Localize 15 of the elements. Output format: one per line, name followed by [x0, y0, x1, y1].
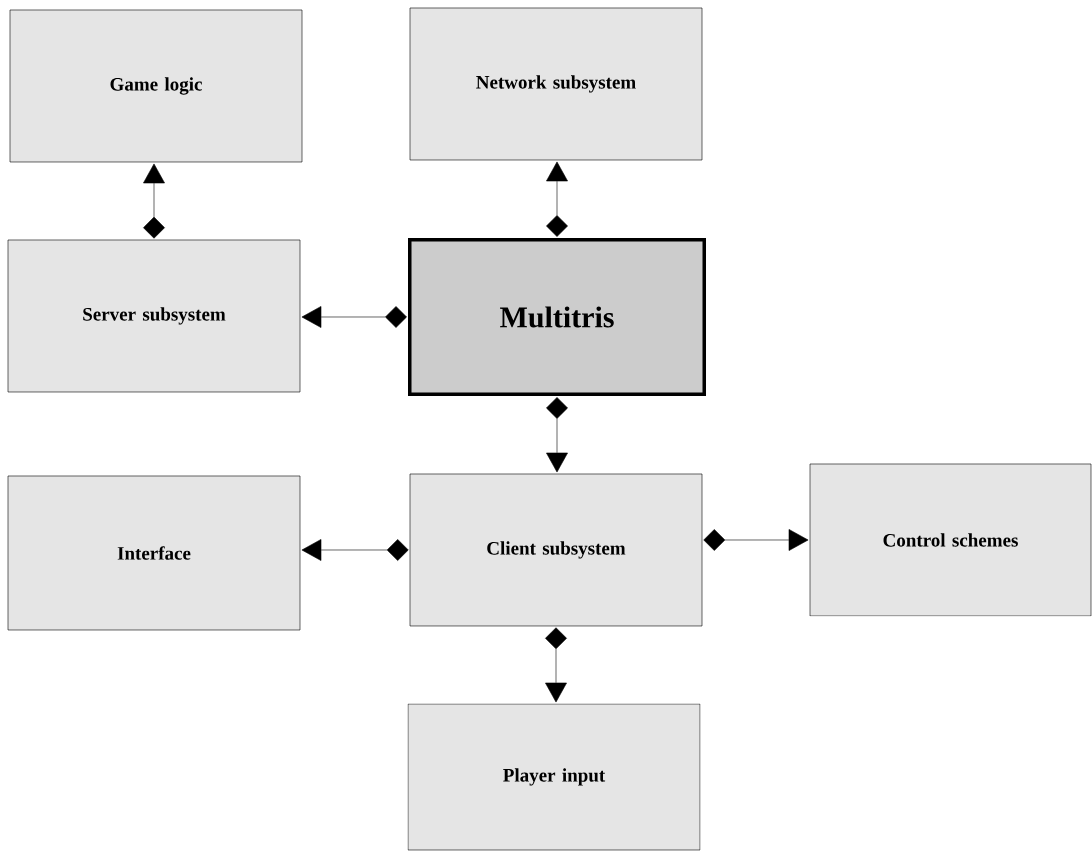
subsystem-box: Client subsystem — [409, 473, 703, 627]
connector-arrow — [546, 161, 568, 237]
connector-arrow — [301, 306, 407, 328]
subsystem-box: Network subsystem — [409, 7, 703, 161]
subsystem-box: Interface — [7, 475, 301, 631]
connector-arrow — [546, 397, 568, 473]
connector-arrow — [301, 539, 409, 561]
connector-arrow — [703, 529, 809, 551]
subsystem-box: Game logic — [9, 9, 303, 163]
connector-arrow — [545, 627, 567, 703]
connector-arrow — [143, 163, 165, 239]
subsystem-box: Player input — [407, 703, 701, 851]
system-box: Multitris — [408, 238, 706, 396]
subsystem-box: Control schemes — [809, 463, 1092, 617]
subsystem-box: Server subsystem — [7, 239, 301, 393]
